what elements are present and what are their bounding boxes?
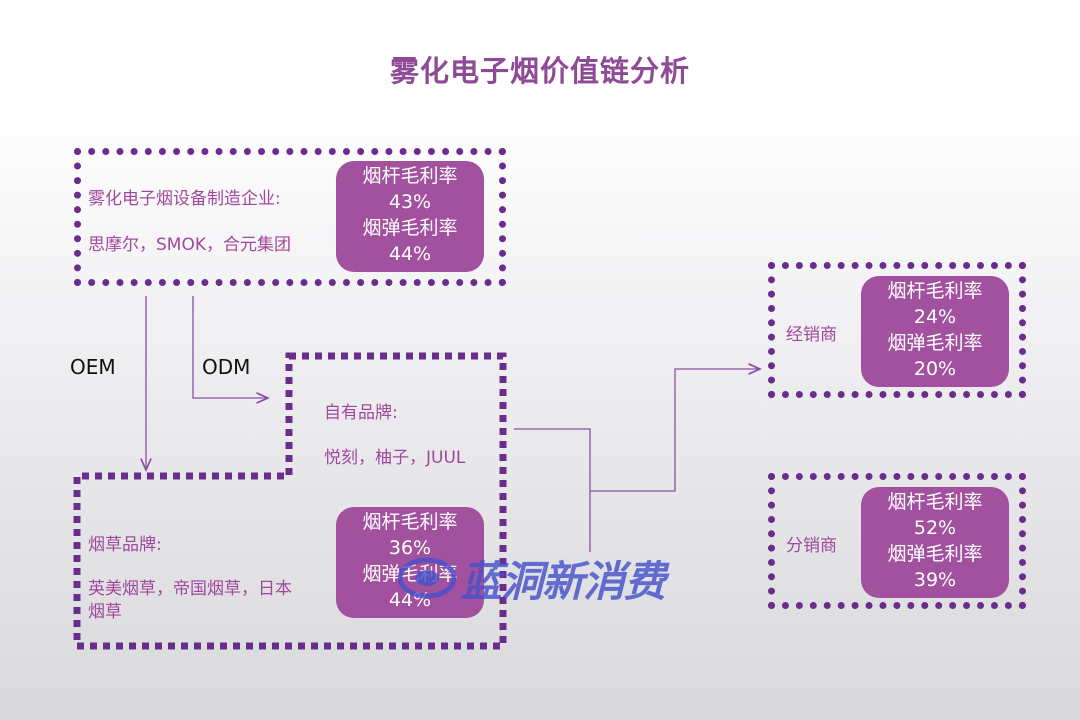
margin-label: 烟杆毛利率 xyxy=(362,511,458,533)
watermark-logo-icon xyxy=(398,557,456,599)
margin-value: 52% xyxy=(913,517,957,539)
manufacturer-companies: 思摩尔，SMOK，合元集团 xyxy=(88,235,291,255)
manufacturer-label: 雾化电子烟设备制造企业: xyxy=(88,189,281,209)
distributor-margin-badge: 烟杆毛利率 24% 烟弹毛利率 20% xyxy=(861,276,1009,387)
margin-value: 39% xyxy=(913,569,957,591)
tobacco-brand-companies-line2: 烟草 xyxy=(88,602,122,622)
margin-label: 烟杆毛利率 xyxy=(362,165,458,187)
margin-label: 烟弹毛利率 xyxy=(887,332,983,354)
brand-connector-upper xyxy=(514,428,591,491)
page-title: 雾化电子烟价值链分析 xyxy=(389,54,690,88)
margin-label: 烟弹毛利率 xyxy=(887,543,983,565)
sub-distributor-frame xyxy=(768,473,1026,609)
own-brand-companies: 悦刻，柚子，JUUL xyxy=(324,448,466,468)
margin-label: 烟弹毛利率 xyxy=(362,217,458,239)
margin-value: 20% xyxy=(913,358,957,380)
tobacco-brand-label: 烟草品牌: xyxy=(88,535,162,555)
margin-label: 烟杆毛利率 xyxy=(887,491,983,513)
distributor-frame xyxy=(768,262,1026,398)
watermark-text: 蓝洞新消费 xyxy=(460,557,666,606)
margin-label: 烟杆毛利率 xyxy=(887,280,983,302)
tobacco-brand-companies-line1: 英美烟草，帝国烟草，日本 xyxy=(88,579,292,599)
distributor-label: 经销商 xyxy=(786,325,837,345)
margin-value: 44% xyxy=(388,243,432,265)
distribution-arrow xyxy=(590,369,760,492)
margin-value: 36% xyxy=(388,537,432,559)
odm-label: ODM xyxy=(202,355,251,379)
own-brand-label: 自有品牌: xyxy=(324,403,398,423)
sub-distributor-margin-badge: 烟杆毛利率 52% 烟弹毛利率 39% xyxy=(861,487,1009,598)
odm-arrow xyxy=(192,296,268,398)
manufacturer-margin-badge: 烟杆毛利率 43% 烟弹毛利率 44% xyxy=(336,161,484,272)
margin-value: 24% xyxy=(913,306,957,328)
oem-label: OEM xyxy=(70,355,116,379)
sub-distributor-label: 分销商 xyxy=(786,536,837,556)
margin-value: 43% xyxy=(388,191,432,213)
manufacturer-frame xyxy=(74,148,506,286)
